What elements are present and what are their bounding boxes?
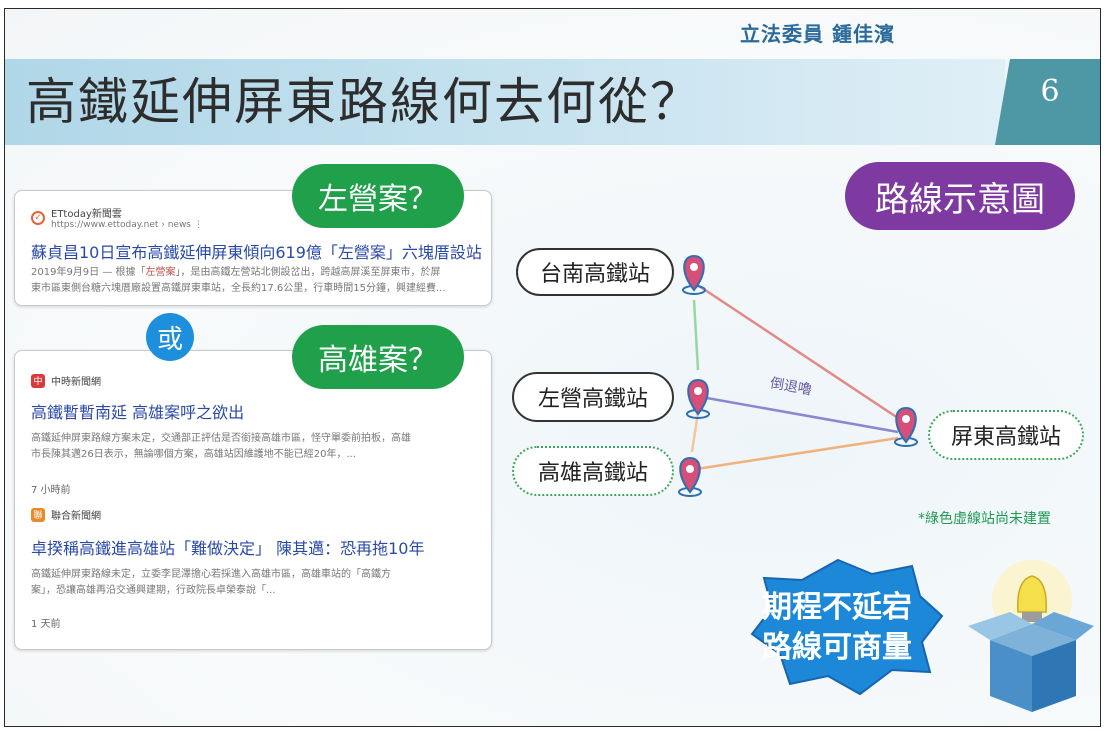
ettoday-logo-icon: ✓: [31, 210, 45, 225]
station-zuoying: 左營高鐵站: [512, 372, 674, 422]
presenter-name: 立法委員 鍾佳濱: [740, 22, 895, 46]
news-snippet-2: 高鐵延伸屏東路線未定，立委李昆澤擔心若採進入高雄市區，高雄車站的「高鐵方 案」，…: [31, 569, 391, 596]
page-number: 6: [1040, 74, 1060, 109]
page-number-tab: [995, 59, 1100, 145]
zuoying-option-pill: 左營案？: [292, 164, 464, 228]
zuoying-pin-icon: [686, 378, 710, 419]
news-source-row: 中 中時新聞網: [31, 373, 101, 388]
title-band: [5, 59, 1005, 145]
news-source-row-2: 聯 聯合新聞網: [31, 507, 101, 522]
slogan-line-2: 路線可商量: [762, 630, 912, 665]
title-band-overlay: [5, 59, 1100, 145]
snippet-highlight: 左營案: [145, 267, 176, 278]
legend-note: *綠色虛線站尚未建置: [918, 511, 1051, 527]
news-headline-link-2[interactable]: 卓揆稱高鐵進高雄站「難做決定」 陳其邁：恐再拖10年: [31, 539, 425, 558]
news-card-kaohsiung: 中 中時新聞網 高鐵暫暫南延 高雄案呼之欲出 高鐵延伸屏東路線方案未定，交通部正…: [14, 350, 492, 650]
or-bubble: 或: [146, 313, 194, 361]
news-source-name: 中時新聞網: [51, 377, 101, 388]
slogan-text: 期程不延宕 路線可商量: [742, 588, 932, 668]
lightbulb-box-icon: [968, 560, 1094, 712]
page-title: 高鐵延伸屏東路線何去何從？: [26, 73, 702, 131]
kaohsiung-pin-icon: [678, 456, 702, 497]
news-time: 7 小時前: [31, 485, 71, 496]
tainan-pin-icon: [682, 254, 706, 295]
news-headline-link[interactable]: 高鐵暫暫南延 高雄案呼之欲出: [31, 403, 245, 422]
route-kaohsiung-pingtung: [689, 436, 899, 472]
station-pingtung: 屏東高鐵站: [928, 410, 1084, 460]
route-tainan-pingtung: [689, 278, 899, 420]
slogan-burst-shape: [750, 558, 944, 696]
chinatimes-logo-icon: 中: [31, 373, 45, 388]
news-snippet: 2019年9月9日 — 根據「左營案」，是由高鐵左營站北側設岔出，跨越高屏溪至屏…: [31, 267, 446, 294]
route-zuoying-pingtung: [689, 393, 899, 434]
diagram-title-pill: 路線示意圖: [845, 162, 1075, 230]
udn-logo-icon: 聯: [31, 507, 45, 522]
route-tainan-zuoying: [692, 299, 700, 371]
slogan-line-1: 期程不延宕: [762, 590, 912, 625]
news-headline-link[interactable]: 蘇貞昌10日宣布高鐵延伸屏東傾向619億「左營案」六塊厝設站: [31, 243, 482, 262]
news-source-name-2: 聯合新聞網: [51, 511, 101, 522]
station-tainan: 台南高鐵站: [516, 248, 674, 296]
news-source-url[interactable]: https://www.ettoday.net › news ⋮: [51, 220, 203, 230]
news-source-name: ETtoday新聞雲: [51, 209, 122, 220]
news-source-row: ✓ ETtoday新聞雲 https://www.ettoday.net › n…: [31, 205, 203, 230]
pingtung-pin-icon: [894, 406, 918, 447]
station-kaohsiung: 高雄高鐵站: [512, 446, 674, 496]
news-time-2: 1 天前: [31, 619, 61, 630]
kaohsiung-option-pill: 高雄案？: [292, 325, 464, 389]
news-snippet: 高鐵延伸屏東路線方案未定，交通部正評估是否銜接高雄市區，怪守單委前拍板，高雄 市…: [31, 433, 411, 460]
